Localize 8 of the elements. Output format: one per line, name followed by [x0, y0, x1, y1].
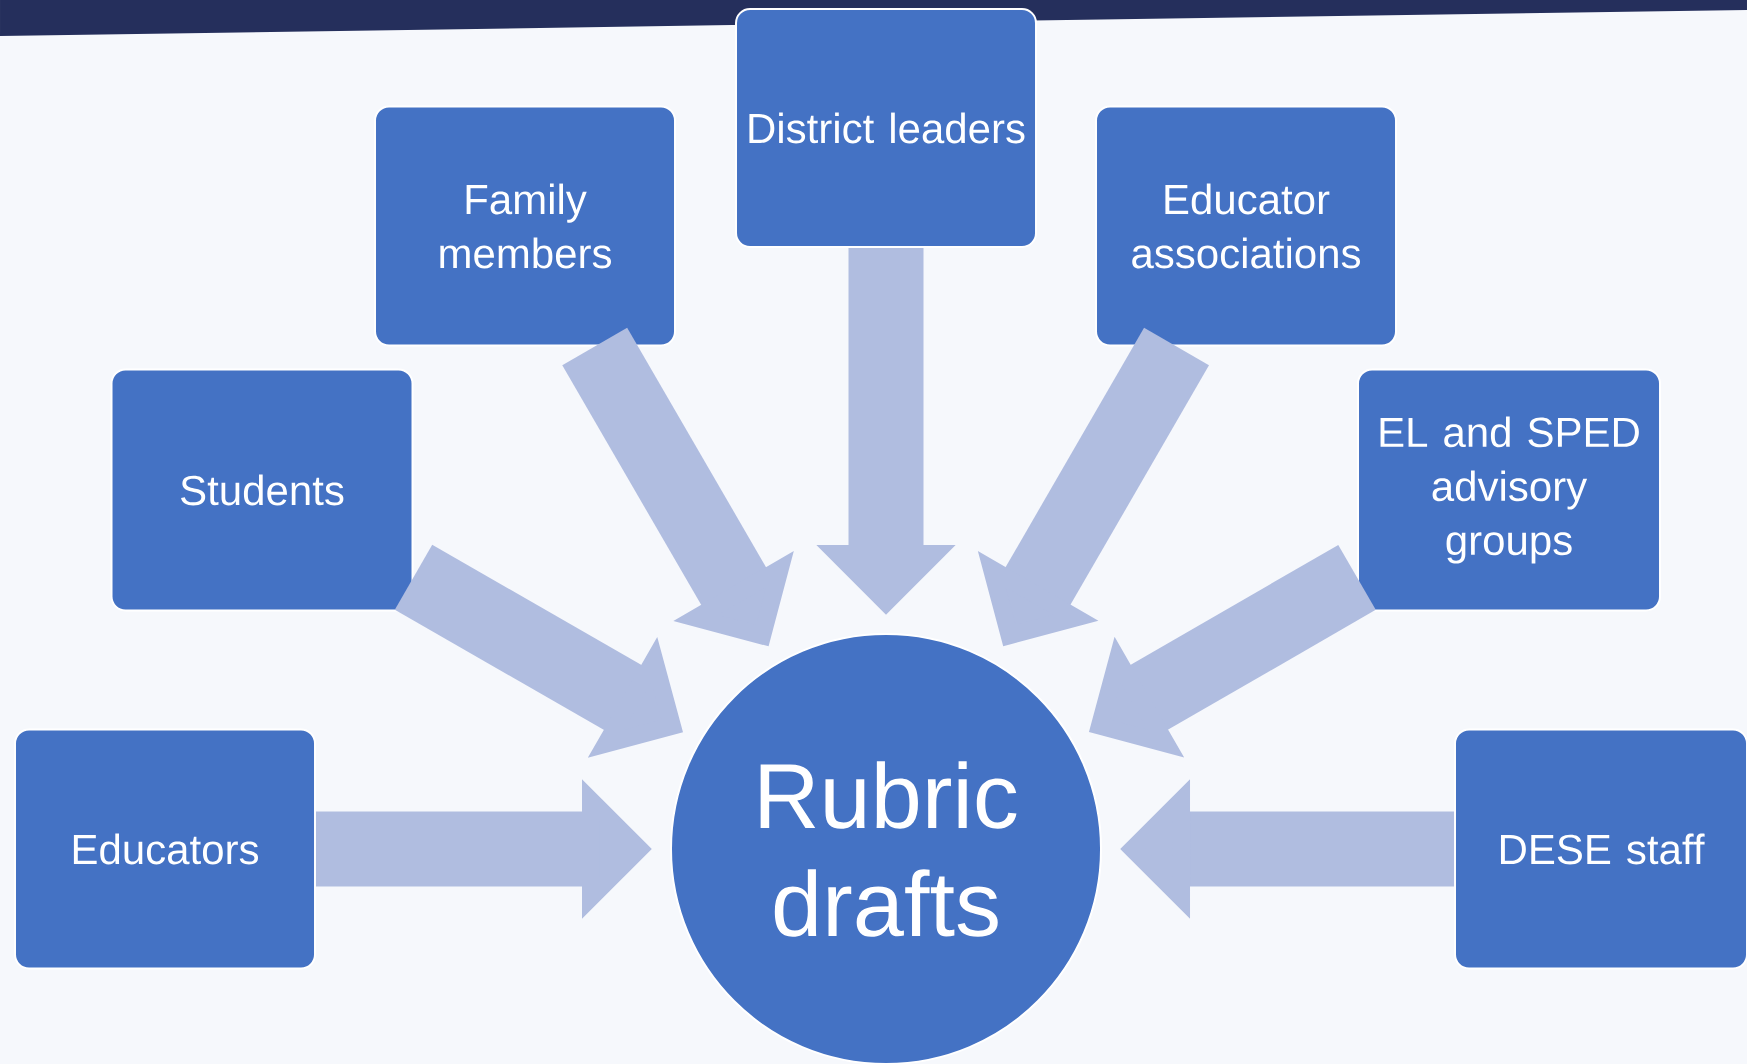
source-box: DESE staff	[1454, 728, 1747, 970]
source-box: Students	[110, 368, 414, 612]
source-box: Educator associations	[1095, 105, 1397, 347]
source-box: Educators	[14, 728, 316, 970]
source-box: Family members	[374, 105, 676, 347]
circle-node: Rubric drafts	[670, 633, 1102, 1064]
source-box: District leaders	[735, 8, 1037, 248]
source-box: EL and SPED advisory groups	[1357, 368, 1661, 612]
